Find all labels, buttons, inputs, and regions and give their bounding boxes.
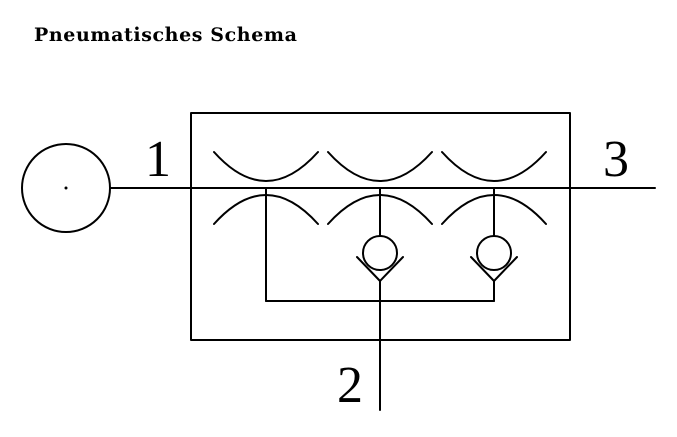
port-label-3: 3 [603,131,629,188]
upper-arc-1 [213,151,319,182]
upper-arc-2 [327,151,433,182]
pressure-source-dot [64,186,68,190]
page-title: Pneumatisches Schema [34,24,298,46]
upper-arc-3 [441,151,547,182]
pressure-source [21,143,111,233]
check-valve-2 [470,235,518,282]
check-valve-ball-2 [476,235,512,271]
port-label-2: 2 [337,357,363,414]
upper-arcs [213,151,547,182]
port-label-1: 1 [145,131,171,188]
check-valve-ball-1 [362,235,398,271]
check-valve-1 [356,235,404,282]
